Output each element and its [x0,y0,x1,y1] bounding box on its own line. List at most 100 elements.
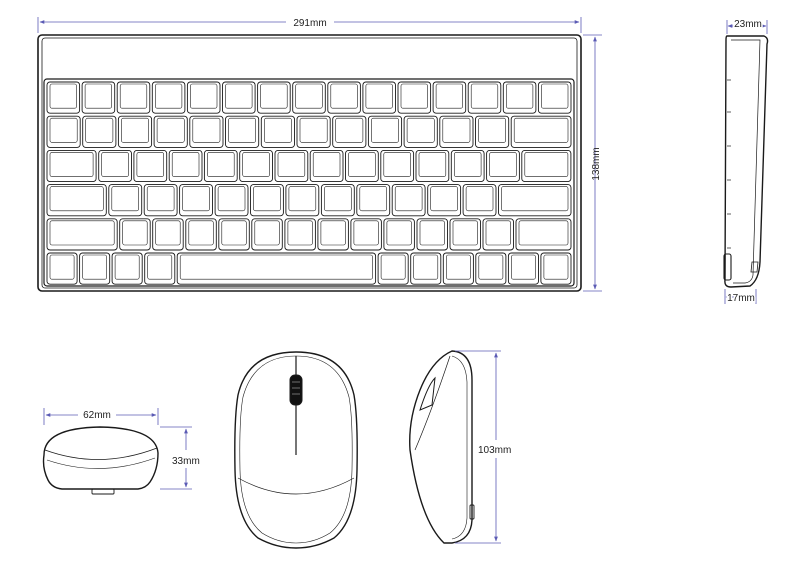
key-r0-k5 [222,81,256,114]
key-cap-r1-k6 [263,117,292,143]
key-cap-r3-k2 [146,186,175,212]
key-cap-r1-k5 [228,117,257,143]
mouse-length-dimension: 103mm [455,350,511,544]
key-cap-r1-k9 [371,117,399,143]
key-cap-r1-k11 [442,117,471,143]
key-r5-k1 [79,252,111,285]
key-r0-k1 [81,81,116,114]
key-r2-k0 [46,149,97,183]
key-cap-r0-k6 [260,83,288,109]
key-cap-r1-k8 [335,117,364,143]
key-r4-k1 [119,218,151,251]
key-r1-k12 [475,115,510,148]
key-r2-k12 [486,149,520,183]
key-cap-r0-k7 [295,83,323,109]
key-r4-k13 [515,218,572,251]
key-cap-r2-k12 [489,152,517,177]
key-r2-k10 [415,149,450,183]
key-cap-r1-k2 [121,117,149,143]
key-r0-k10 [397,81,432,114]
mouse-height-label: 33mm [172,456,200,467]
key-cap-r3-k7 [324,186,352,212]
key-r1-k3 [153,115,188,148]
key-cap-r5-k9 [511,254,536,280]
key-r3-k8 [356,184,391,217]
key-r0-k8 [327,81,361,114]
key-cap-r1-k12 [478,117,507,143]
key-cap-r0-k14 [541,83,569,109]
key-cap-r1-k1 [85,117,114,143]
mouse-width-dimension: 62mm [43,408,159,425]
key-r3-k4 [214,184,249,217]
key-cap-r3-k0 [49,186,104,212]
key-cap-r3-k4 [217,186,246,212]
key-r4-k6 [284,218,316,251]
key-r1-k10 [403,115,438,148]
key-cap-r0-k9 [365,83,393,109]
keyboard-side-top-dimension: 23mm [726,18,768,34]
key-cap-r3-k11 [465,186,494,212]
key-cap-r3-k9 [394,186,423,212]
keyboard-width-dimension: 291mm [37,17,582,33]
key-cap-r2-k4 [207,152,235,177]
key-cap-r4-k6 [287,220,313,246]
key-r2-k7 [309,149,344,183]
key-cap-r3-k6 [288,186,317,212]
keyboard-depth-dimension: 138mm [583,34,602,292]
key-cap-r0-k10 [400,83,428,109]
key-cap-r5-k7 [445,254,471,280]
key-r1-k9 [367,115,403,148]
keyboard-side-view [723,35,769,288]
keyboard-key-bed [43,78,575,287]
key-cap-r0-k11 [435,83,464,109]
key-r2-k9 [380,149,415,183]
key-cap-r2-k7 [312,152,341,177]
key-r2-k11 [450,149,485,183]
key-r3-k1 [108,184,143,217]
key-cap-r5-k5 [380,254,406,280]
key-cap-r0-k8 [330,83,358,109]
key-r2-k13 [521,149,572,183]
key-r4-k3 [185,218,217,251]
key-cap-r0-k3 [155,83,183,109]
key-cap-r3-k3 [182,186,210,212]
key-cap-r5-k0 [49,254,75,280]
key-cap-r3-k10 [430,186,458,212]
key-cap-r5-k4 [179,254,373,280]
key-r3-k10 [427,184,462,217]
key-cap-r4-k13 [518,220,569,246]
key-cap-r1-k10 [406,117,435,143]
key-r1-k0 [46,115,81,148]
key-cap-r5-k2 [114,254,140,280]
key-cap-r0-k4 [190,83,218,109]
key-cap-r0-k5 [225,83,253,109]
key-r5-k0 [46,252,78,285]
key-r0-k9 [362,81,396,114]
key-cap-r4-k3 [188,220,214,246]
key-r1-k4 [189,115,224,148]
key-r3-k12 [498,184,572,217]
key-cap-r2-k5 [242,152,270,177]
keyboard-side-bottom-dimension: 17mm [724,289,757,306]
key-r1-k7 [296,115,331,148]
key-cap-r5-k10 [543,254,569,280]
key-r0-k6 [257,81,291,114]
key-r5-k8 [475,252,507,285]
key-r5-k6 [410,252,442,285]
key-cap-r4-k8 [353,220,379,246]
key-cap-r2-k8 [348,152,376,177]
key-r5-k10 [540,252,572,285]
key-r5-k5 [377,252,409,285]
key-r2-k3 [168,149,203,183]
keyboard-outer-frame [37,34,582,292]
key-cap-r0-k1 [84,83,112,109]
key-cap-r1-k7 [299,117,328,143]
key-cap-r4-k1 [122,220,148,246]
key-cap-r0-k13 [505,83,534,109]
key-r3-k6 [285,184,320,217]
key-cap-r2-k11 [453,152,482,177]
key-cap-r2-k13 [524,152,569,177]
mouse-length-label: 103mm [478,445,511,456]
key-r5-k4 [176,252,377,285]
key-r0-k12 [467,81,502,114]
